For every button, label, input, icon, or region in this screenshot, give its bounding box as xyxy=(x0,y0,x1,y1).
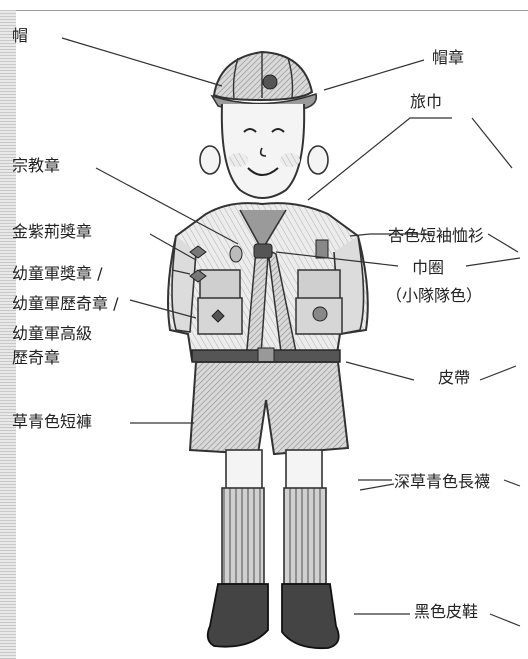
legs xyxy=(221,449,327,585)
label-hat-badge: 帽章 xyxy=(432,48,465,67)
shorts xyxy=(188,361,350,456)
hat xyxy=(210,50,318,114)
shirt xyxy=(167,202,369,361)
label-cub-award-1: 幼童軍獎章 / xyxy=(12,264,103,283)
label-shoes: 黑色皮鞋 xyxy=(414,602,479,621)
label-cub-award-4: 歷奇章 xyxy=(12,348,61,367)
label-shorts: 草青色短褲 xyxy=(12,412,93,431)
shoes xyxy=(206,583,340,650)
label-scarf: 旅巾 xyxy=(410,92,443,111)
label-woggle: 巾圈 xyxy=(412,258,445,277)
label-gold-award: 金紫荊獎章 xyxy=(12,222,93,241)
label-socks: 深草青色長襪 xyxy=(394,472,491,491)
label-religious-badge: 宗教章 xyxy=(12,156,61,175)
top-border xyxy=(0,0,528,11)
label-hat: 帽 xyxy=(12,26,29,45)
left-edge-texture xyxy=(0,10,16,659)
label-woggle-note: （小隊隊色） xyxy=(386,286,483,305)
leader-lines xyxy=(61,37,521,627)
head xyxy=(199,103,329,199)
label-belt: 皮帶 xyxy=(438,368,471,387)
label-cub-award-3: 幼童軍高級 xyxy=(12,324,93,343)
label-cub-award-2: 幼童軍歷奇章 / xyxy=(12,294,119,313)
label-shirt: 杏色短袖恤衫 xyxy=(388,226,485,245)
